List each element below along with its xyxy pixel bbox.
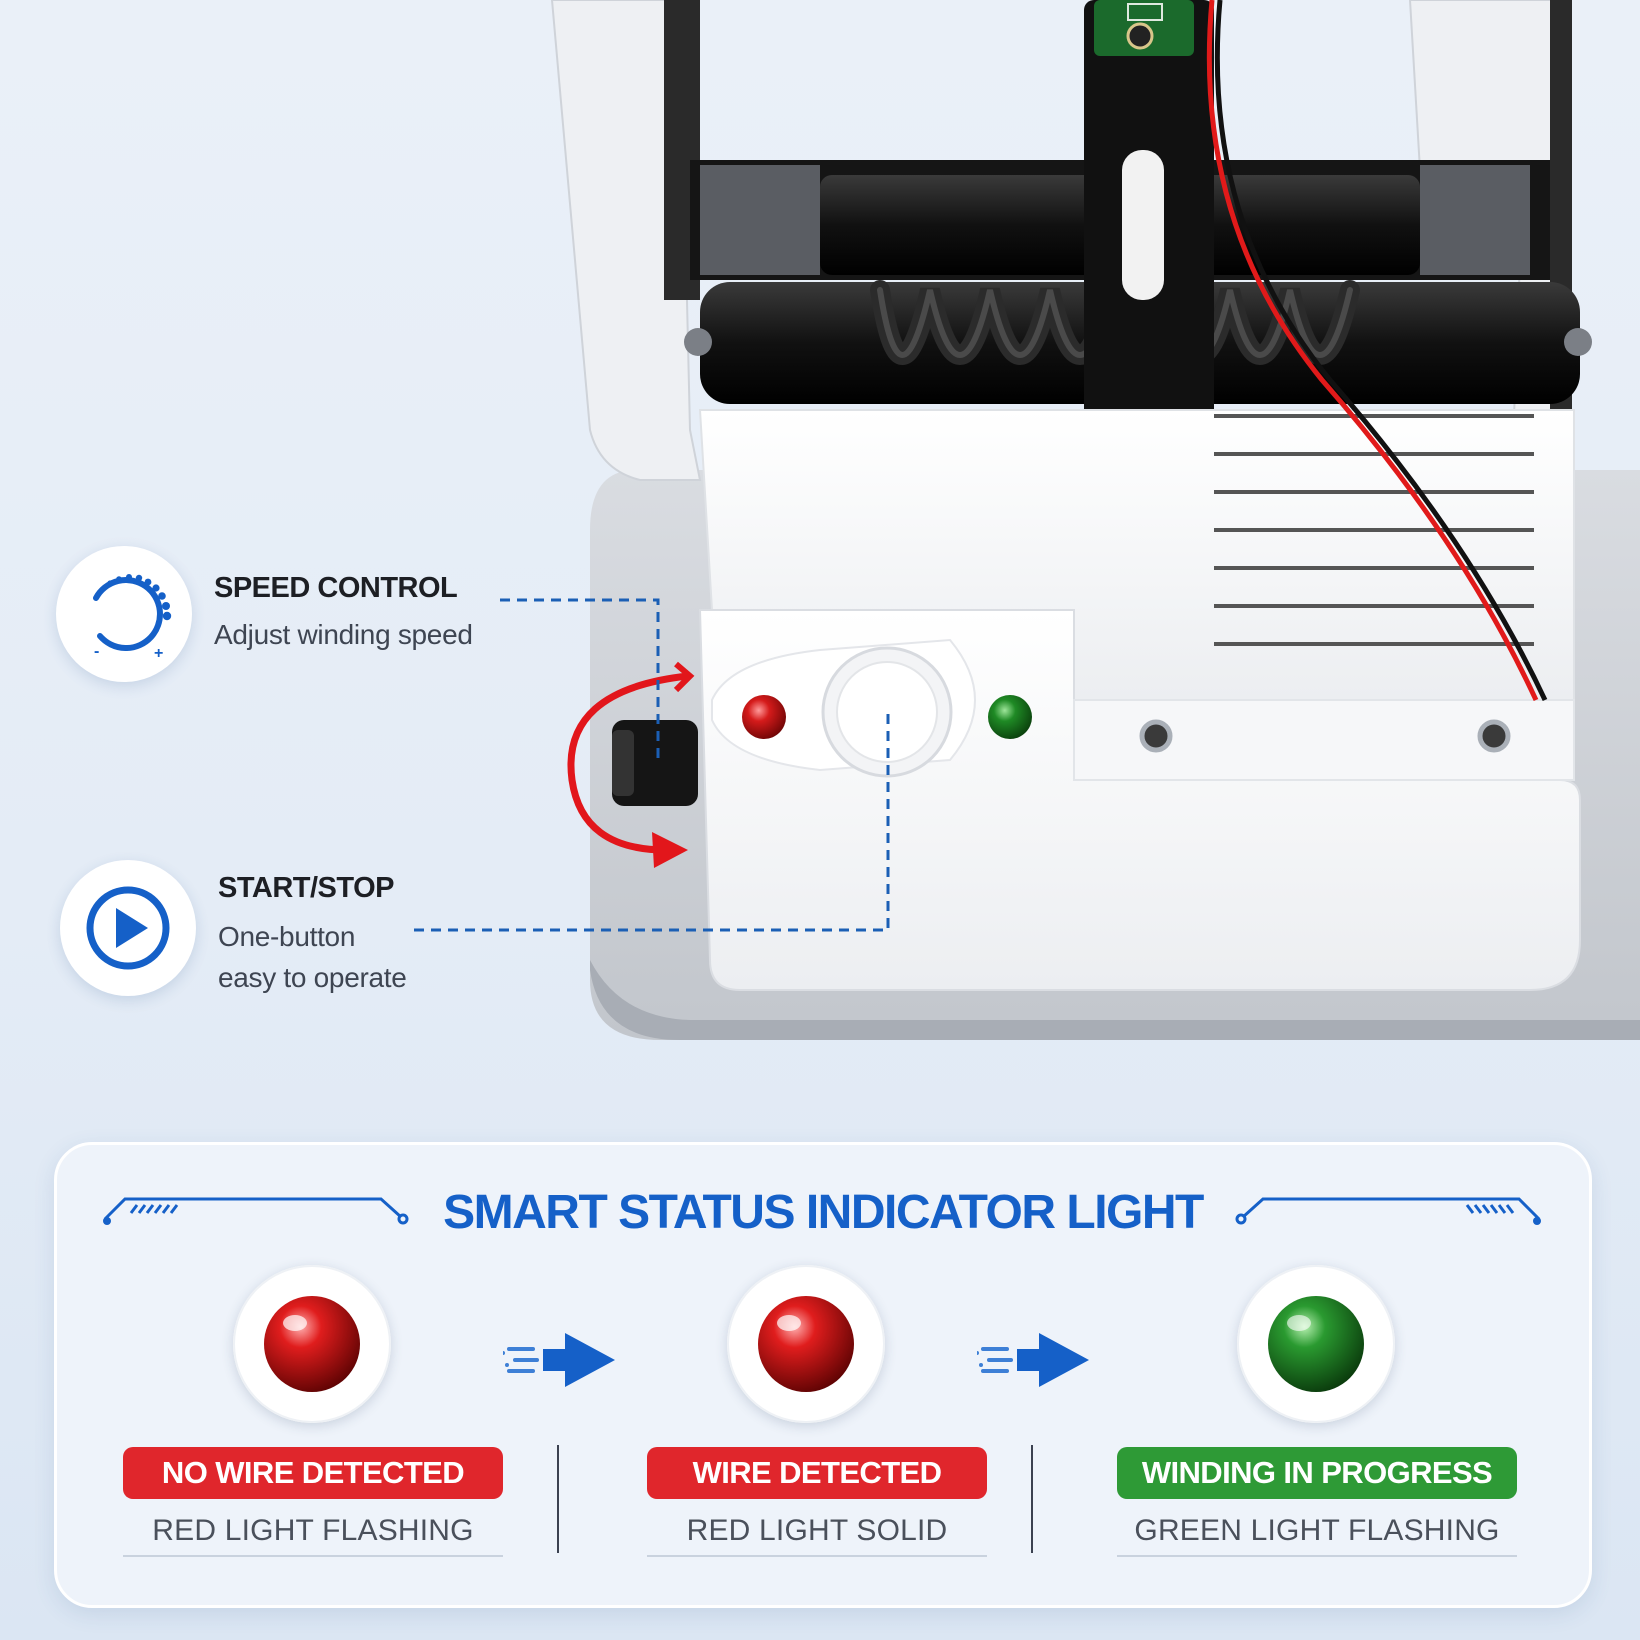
speed-control-title: SPEED CONTROL <box>214 572 458 604</box>
status-badge-wire-detected: WIRE DETECTED <box>647 1447 987 1499</box>
status-caption-winding: GREEN LIGHT FLASHING <box>1117 1507 1517 1557</box>
panel-title: SMART STATUS INDICATOR LIGHT <box>443 1186 1204 1239</box>
speed-dial-icon: - + <box>56 546 192 682</box>
green-light-icon <box>1237 1265 1395 1423</box>
status-badge-no-wire: NO WIRE DETECTED <box>123 1447 503 1499</box>
flow-arrow-icon <box>503 1333 615 1387</box>
status-caption-no-wire: RED LIGHT FLASHING <box>123 1507 503 1557</box>
stage-divider <box>1031 1445 1033 1553</box>
play-icon <box>60 860 196 996</box>
status-stage-wire-detected: WIRE DETECTED RED LIGHT SOLID <box>617 1265 997 1595</box>
svg-text:+: + <box>154 645 163 662</box>
status-stage-no-wire: NO WIRE DETECTED RED LIGHT FLASHING <box>123 1265 503 1595</box>
title-decoration-left <box>103 1197 409 1225</box>
start-stop-desc-line2: easy to operate <box>218 962 407 993</box>
svg-text:-: - <box>94 643 99 660</box>
start-stop-title: START/STOP <box>218 872 395 904</box>
red-light-icon <box>233 1265 391 1423</box>
flow-arrow-icon <box>977 1333 1089 1387</box>
status-badge-winding: WINDING IN PROGRESS <box>1117 1447 1517 1499</box>
stage-divider <box>557 1445 559 1553</box>
red-light-icon <box>727 1265 885 1423</box>
speed-control-desc: Adjust winding speed <box>214 619 473 650</box>
status-indicator-panel: SMART STATUS INDICATOR LIGHT <box>54 1142 1592 1608</box>
title-decoration-right <box>1235 1197 1541 1225</box>
start-stop-desc-line1: One-button <box>218 921 356 952</box>
status-stage-winding: WINDING IN PROGRESS GREEN LIGHT FLASHING <box>1107 1265 1527 1595</box>
status-caption-wire-detected: RED LIGHT SOLID <box>647 1507 987 1557</box>
winding-machine-illustration <box>414 0 1640 1040</box>
